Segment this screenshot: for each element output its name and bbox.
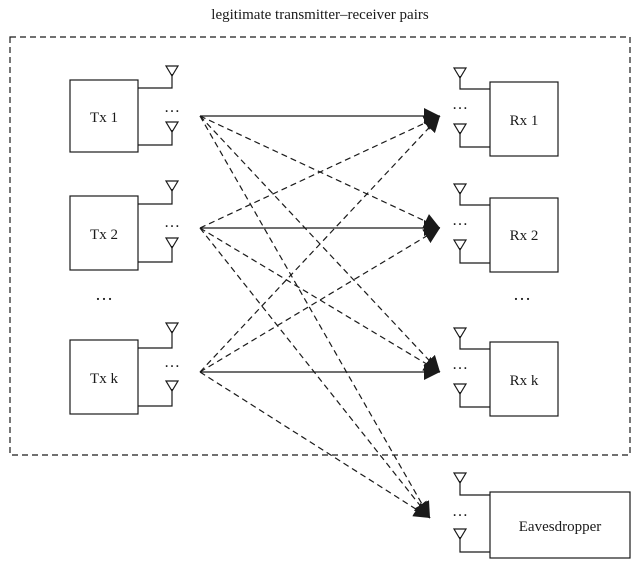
antenna-icon (164, 322, 180, 335)
rx-group-ellipsis: … (513, 284, 531, 304)
links-layer (199, 108, 441, 519)
antenna-icon (164, 237, 180, 250)
antenna-ellipsis: … (452, 212, 468, 229)
interference-link-arrow (199, 227, 441, 373)
antenna-ellipsis: … (164, 99, 180, 116)
antenna-feed-bottom (459, 132, 490, 148)
diagram-title: legitimate transmitter–receiver pairs (211, 7, 429, 23)
tx-node: Tx 1 … (69, 65, 180, 153)
antenna-array (452, 183, 490, 264)
interference-link-arrow (199, 115, 441, 373)
antenna-ellipsis: … (452, 96, 468, 113)
antenna-feed-top (138, 74, 173, 89)
tx-node: Tx k … (69, 322, 180, 415)
antenna-feed-bottom (138, 130, 173, 146)
antenna-feed-top (459, 192, 490, 206)
rx-label: Rx 1 (510, 113, 539, 129)
antenna-icon (452, 383, 468, 396)
eavesdropper-label: Eavesdropper (519, 519, 601, 535)
antenna-ellipsis: … (452, 503, 468, 520)
antenna-ellipsis: … (164, 354, 180, 371)
eavesdropper-box (489, 491, 631, 559)
antenna-array (452, 327, 490, 408)
antenna-icon (452, 67, 468, 80)
antenna-feed-bottom (138, 246, 173, 263)
antenna-array (138, 65, 180, 146)
antenna-array (138, 180, 180, 263)
antenna-icon (452, 528, 468, 541)
antenna-icon (452, 472, 468, 485)
rx-label: Rx k (510, 373, 539, 389)
antenna-icon (452, 123, 468, 136)
antenna-feed-top (459, 76, 490, 90)
antenna-feed-top (459, 336, 490, 350)
antenna-ellipsis: … (164, 214, 180, 231)
antenna-icon (452, 327, 468, 340)
antenna-icon (164, 180, 180, 193)
antenna-icon (164, 65, 180, 78)
interference-link-arrow (199, 227, 441, 373)
antenna-feed-top (459, 481, 490, 496)
rx-box (489, 81, 559, 157)
rx-node: Rx k … (452, 327, 559, 417)
antenna-feed-bottom (459, 392, 490, 408)
legitimate-pairs-region (9, 36, 631, 456)
eavesdrop-link-arrow (199, 227, 431, 519)
rx-node: Rx 2 … (452, 183, 559, 273)
rx-node: Rx 1 … (452, 67, 559, 157)
tx-node: Tx 2 … (69, 180, 180, 271)
tx-label: Tx 1 (90, 110, 118, 126)
eavesdrop-link-arrow (199, 371, 431, 519)
antenna-feed-bottom (459, 537, 490, 553)
antenna-icon (452, 183, 468, 196)
antenna-feed-top (138, 189, 173, 205)
tx-box (69, 195, 139, 271)
interference-link-arrow (199, 115, 441, 229)
rx-box (489, 197, 559, 273)
antenna-feed-bottom (138, 389, 173, 407)
tx-box (69, 339, 139, 415)
tx-box (69, 79, 139, 153)
rx-label: Rx 2 (510, 228, 539, 244)
antenna-feed-bottom (459, 248, 490, 264)
antenna-array (452, 67, 490, 148)
tx-label: Tx k (90, 371, 118, 387)
antenna-feed-top (138, 331, 173, 349)
tx-label: Tx 2 (90, 227, 118, 243)
eavesdropper-node: Eavesdropper … (452, 472, 631, 559)
antenna-icon (164, 121, 180, 134)
eavesdrop-link-arrow (199, 115, 431, 519)
antenna-icon (164, 380, 180, 393)
antenna-array (452, 472, 490, 553)
rx-box (489, 341, 559, 417)
antenna-ellipsis: … (452, 356, 468, 373)
tx-group-ellipsis: … (95, 284, 113, 304)
antenna-icon (452, 239, 468, 252)
antenna-array (138, 322, 180, 407)
